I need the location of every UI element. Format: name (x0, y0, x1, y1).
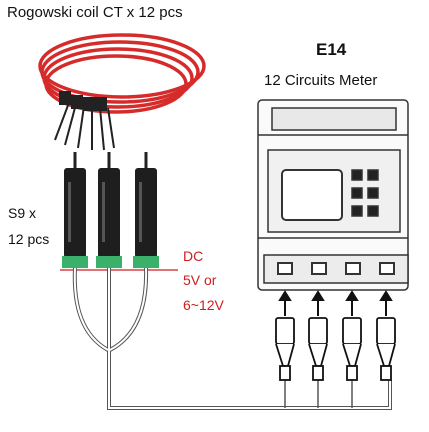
sensor-count-line2: 12 pcs (8, 231, 50, 247)
sensor-cables-inner (73, 267, 391, 409)
rogowski-coil-icon (38, 33, 206, 114)
meter-model: E14 (316, 40, 347, 59)
arrow-up-icon (278, 290, 393, 316)
power-5v-label: 5V or (183, 272, 217, 288)
rj45-connector-icon (275, 317, 396, 381)
power-6-12v-label: 6~12V (183, 297, 224, 313)
meter-description: 12 Circuits Meter (264, 72, 378, 89)
ct-title: Rogowski coil CT x 12 pcs (7, 4, 183, 21)
sensor-count-line1: S9 x (8, 205, 37, 221)
meter-bus-cable (284, 380, 353, 408)
e14-meter-icon (257, 99, 409, 291)
s9-sensor-icon (62, 152, 159, 268)
power-dc-label: DC (183, 248, 204, 264)
coil-leads (54, 91, 115, 151)
